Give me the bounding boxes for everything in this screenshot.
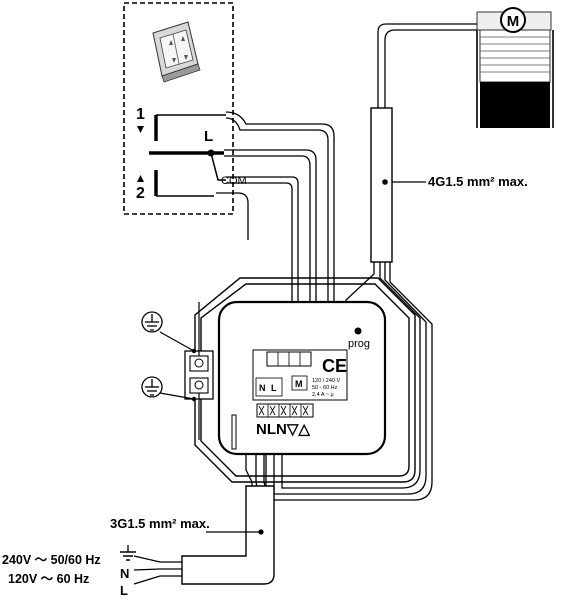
rating-line-1: 120 / 240 V: [312, 378, 340, 384]
ground-connector: [184, 302, 214, 440]
supply-n-label: N: [120, 566, 129, 581]
line-terminal-dot: [207, 149, 215, 157]
module-top-terminals: [266, 351, 312, 367]
arrow-up-icon: [137, 175, 144, 182]
line-label: L: [204, 128, 213, 145]
terminals-caption: NLN▽△: [256, 421, 310, 438]
terminal-1-label: 1: [136, 106, 145, 123]
ground-icon: [120, 545, 136, 561]
prog-button[interactable]: [354, 327, 362, 335]
ground-icon: [141, 311, 163, 333]
supply-wire-ends: [133, 555, 182, 585]
switch-contacts: [149, 114, 226, 197]
motor-icon: M: [500, 7, 526, 33]
supply-line-2: 120V ～ 60 Hz: [8, 572, 89, 586]
terminal-2-label: 2: [136, 185, 145, 202]
wall-switch-icon: [152, 21, 201, 83]
module-nl-box: [255, 377, 283, 397]
module-n-label: N: [259, 383, 266, 393]
switch-wires: [216, 111, 335, 320]
ce-mark: CE: [322, 356, 347, 376]
cable-bottom-label: 3G1.5 mm² max.: [110, 516, 210, 531]
cable-sheath-top: [370, 107, 393, 263]
module-antenna: [231, 414, 237, 450]
prog-label: prog: [348, 338, 370, 350]
module-motor-box: [291, 375, 308, 391]
module-motor-mark: M: [295, 379, 303, 389]
ground-icon: [141, 376, 163, 398]
motor-label: M: [507, 13, 520, 30]
junction-box: [194, 277, 416, 483]
module-l-label: L: [271, 383, 277, 393]
supply-line-1: 240V ～ 50/60 Hz: [2, 553, 101, 567]
rating-line-3: 2,4 A ~ μ: [312, 392, 334, 398]
module-label-panel: [252, 349, 348, 401]
ground-pointer-2: [159, 392, 195, 400]
cable-pointer-dot: [382, 179, 388, 185]
ground-pointer-1: [159, 331, 195, 352]
module-bottom-terminals: [256, 403, 314, 418]
cable-top-label: 4G1.5 mm² max.: [428, 174, 528, 189]
arrow-down-icon: [137, 126, 144, 133]
supply-cable-sheath: [181, 485, 275, 585]
com-label: COM: [221, 175, 247, 187]
rating-line-2: 50 - 60 Hz: [312, 385, 338, 391]
motor-cable: [377, 23, 477, 108]
supply-l-label: L: [120, 583, 128, 598]
